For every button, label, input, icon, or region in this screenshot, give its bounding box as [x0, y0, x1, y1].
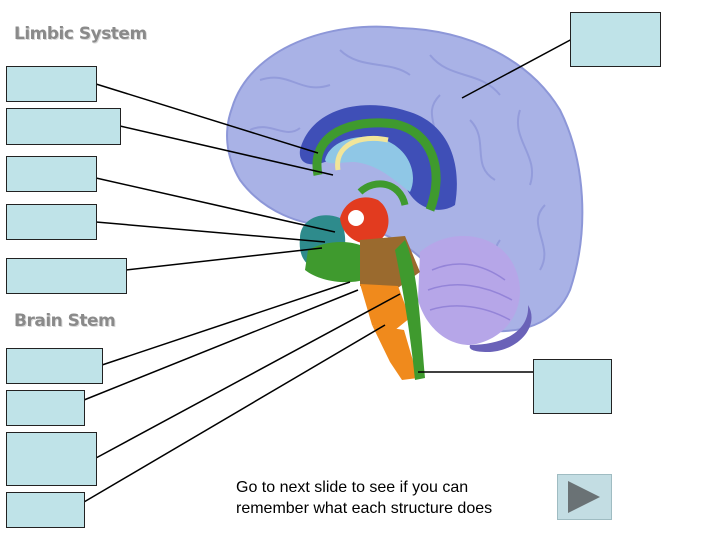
instruction-caption: Go to next slide to see if you can remem… [236, 477, 556, 519]
label-box-limbic-1[interactable] [6, 66, 97, 102]
label-box-stem-4[interactable] [6, 492, 85, 528]
fornix [312, 118, 441, 212]
label-box-limbic-4[interactable] [6, 204, 97, 240]
limbic-system-heading: Limbic System [14, 24, 147, 44]
leader-lines [83, 37, 575, 503]
caption-line-1: Go to next slide to see if you can [236, 479, 469, 496]
next-slide-button[interactable] [557, 474, 612, 520]
label-box-stem-1[interactable] [6, 348, 103, 384]
label-box-stem-2[interactable] [6, 390, 85, 426]
cerebellum-dark [469, 305, 532, 352]
fornix-inner [335, 135, 389, 171]
play-triangle-icon [568, 481, 600, 513]
olfactory-green [305, 241, 372, 283]
label-box-stem-3[interactable] [6, 432, 97, 486]
label-box-limbic-5[interactable] [6, 258, 127, 294]
pineal [348, 210, 364, 226]
caption-line-2: remember what each structure does [236, 500, 493, 517]
medulla [372, 325, 418, 380]
lateral-ventricle [325, 136, 413, 192]
label-box-cerebellum[interactable] [533, 359, 612, 414]
cerebellum-folia [427, 263, 513, 321]
cingulate [357, 180, 409, 207]
cerebellum [418, 236, 520, 345]
label-box-limbic-2[interactable] [6, 108, 121, 145]
label-box-cortex[interactable] [570, 12, 661, 67]
spinal-green [395, 240, 425, 380]
label-box-limbic-3[interactable] [6, 156, 97, 192]
thalamus [340, 197, 389, 244]
pons [360, 284, 410, 330]
brain-stem-heading: Brain Stem [14, 311, 116, 331]
